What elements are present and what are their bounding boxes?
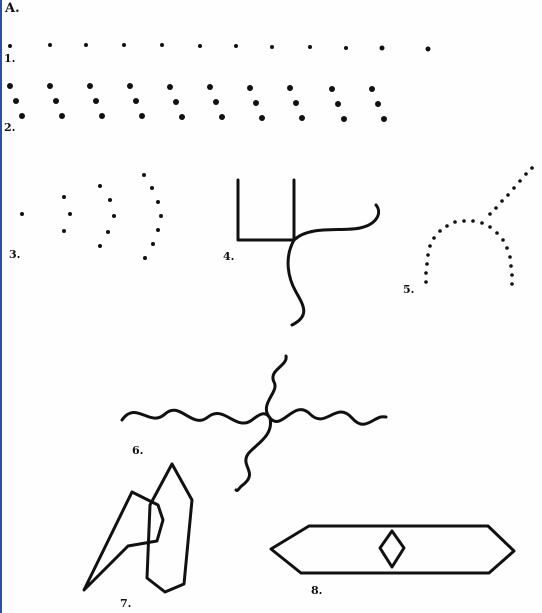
figure-label-4: 4.: [223, 251, 234, 262]
figure-2-dots: [7, 83, 387, 122]
figure-label-6: 6.: [132, 445, 143, 456]
figure-5-dots: [424, 166, 534, 286]
figure-4-lines: [238, 180, 379, 325]
figure-label-8: 8.: [311, 585, 322, 596]
figure-label-3: 3.: [9, 249, 20, 260]
figure-8-shapes: [271, 526, 514, 573]
figure-1-dots: [8, 43, 431, 52]
figure-label-7: 7.: [120, 598, 131, 609]
figure-label-2: 2.: [4, 122, 15, 133]
figure-label-5: 5.: [403, 284, 414, 295]
panel-letter: A.: [5, 2, 20, 15]
figure-6-lines: [122, 356, 386, 491]
figure-3-dots: [20, 173, 163, 260]
figure-7-shapes: [84, 464, 192, 592]
figure-label-1: 1.: [4, 53, 15, 64]
